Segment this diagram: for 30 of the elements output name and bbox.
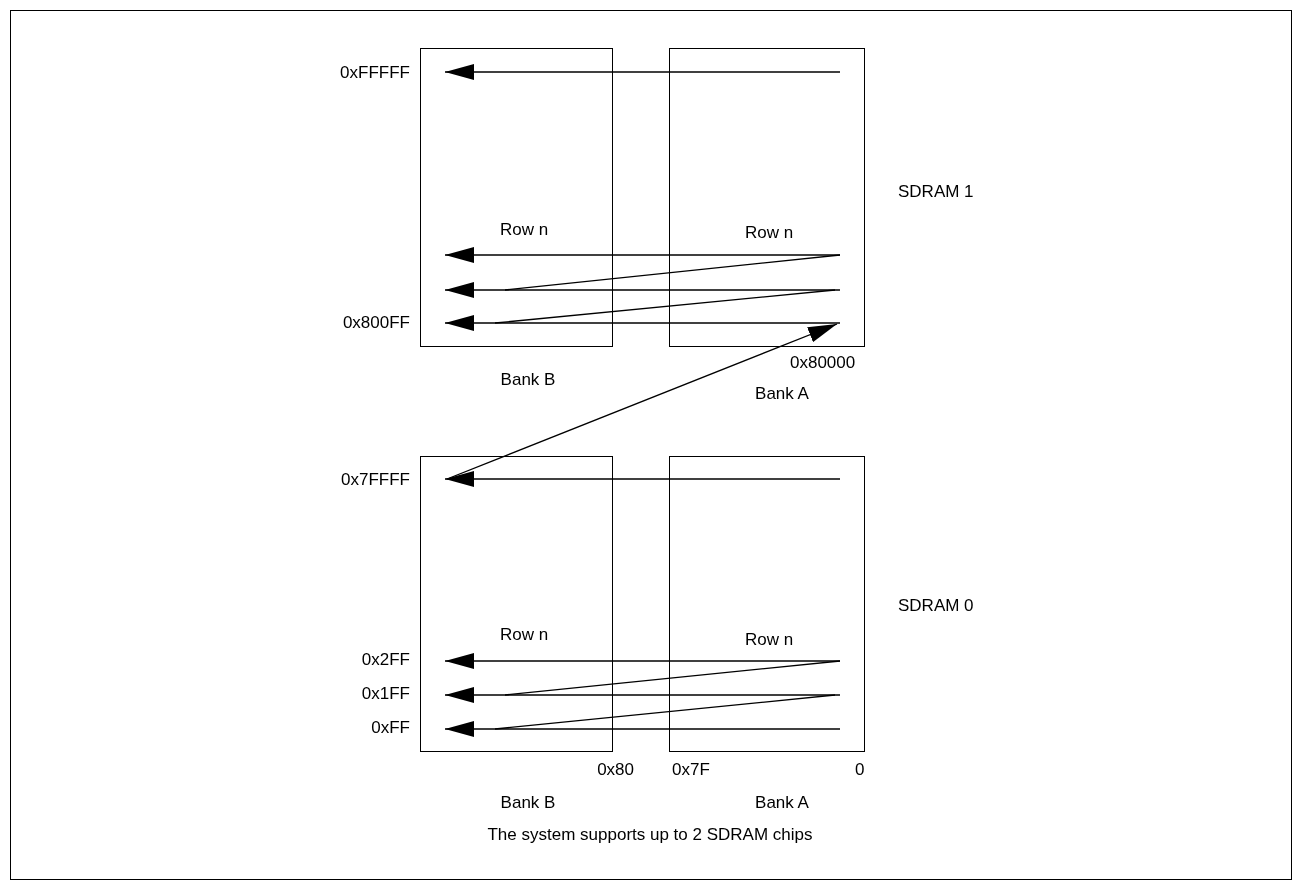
arrow (444, 653, 841, 669)
address-label: 0x80 (597, 760, 634, 780)
arrow (444, 471, 841, 487)
bank-label: Bank B (500, 793, 556, 813)
caption: The system supports up to 2 SDRAM chips (487, 825, 813, 845)
chip-label: SDRAM 1 (898, 182, 974, 202)
arrow (444, 315, 841, 331)
arrow (444, 687, 841, 703)
arrow (444, 721, 841, 737)
bank-label: Bank A (755, 793, 809, 813)
row-label: Row n (500, 220, 549, 240)
address-label: 0x1FF (361, 684, 410, 704)
arrow (444, 282, 841, 298)
arrow (444, 64, 841, 80)
address-label: 0x2FF (361, 650, 410, 670)
row-label: Row n (500, 625, 549, 645)
chip-label: SDRAM 0 (898, 596, 974, 616)
address-label: 0 (855, 760, 865, 780)
bank-label: Bank A (755, 384, 809, 404)
arrow (444, 247, 841, 263)
address-label: 0x800FF (342, 313, 410, 333)
address-label: 0x7FFFF (341, 470, 410, 490)
row-label: Row n (745, 630, 794, 650)
row-label: Row n (745, 223, 794, 243)
arrow (446, 323, 838, 480)
address-label: 0xFF (371, 718, 410, 738)
address-label: 0x80000 (790, 353, 856, 373)
address-label: 0x7F (672, 760, 710, 780)
address-label: 0xFFFFF (340, 63, 410, 83)
bank-label: Bank B (500, 370, 556, 390)
